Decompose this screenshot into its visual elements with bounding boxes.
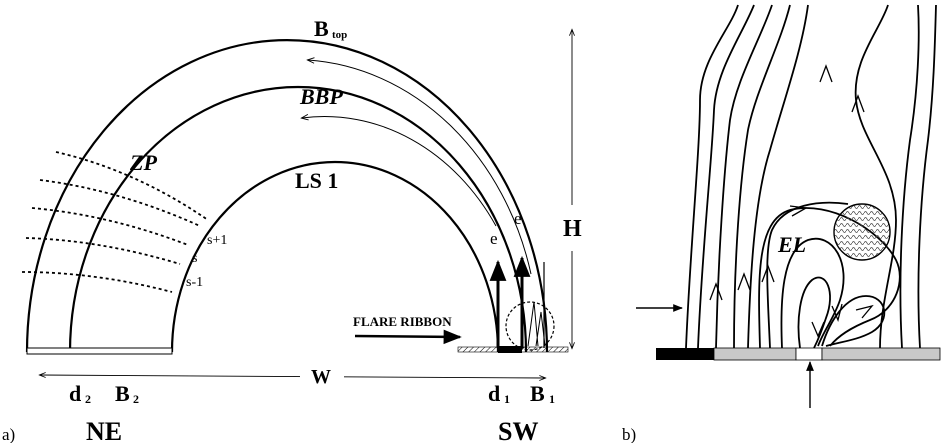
reconnection-circle xyxy=(505,301,555,351)
btop-arrow-line xyxy=(308,60,532,275)
panel-b-label: b) xyxy=(622,425,636,443)
bbp-arrow-line xyxy=(302,117,497,227)
open-line-arrows xyxy=(709,64,865,301)
d1-subscript: 1 xyxy=(504,392,510,406)
base-gray-right xyxy=(821,347,941,361)
el-label: EL xyxy=(777,232,806,257)
height-label-bg xyxy=(560,205,586,251)
base-white-gap xyxy=(795,347,823,361)
flare-ribbon-label: FLARE RIBBON xyxy=(353,314,452,329)
b1-label: B xyxy=(530,381,545,406)
b2-subscript: 2 xyxy=(133,392,139,406)
d2-subscript: 2 xyxy=(85,392,91,406)
bbp-label: BBP xyxy=(299,84,343,109)
ne-label: NE xyxy=(86,417,122,443)
base-black-segment xyxy=(656,348,714,360)
b1-subscript: 1 xyxy=(549,392,555,406)
strand-s-minus xyxy=(25,237,181,265)
strand-s xyxy=(31,207,189,246)
b2-label: B xyxy=(115,381,130,406)
ls1-label: LS 1 xyxy=(295,168,338,193)
height-label: H xyxy=(563,216,582,242)
sw-label: SW xyxy=(498,417,538,443)
base-gray-left xyxy=(713,347,797,361)
width-arrow xyxy=(40,375,545,378)
outer-loop xyxy=(25,38,549,353)
reconnection-region xyxy=(833,203,891,261)
sw-footpoint-bar xyxy=(498,346,522,353)
middle-loop xyxy=(68,85,528,353)
strand-extra xyxy=(39,179,201,227)
inner-loop xyxy=(170,160,500,353)
b-top-subscript: top xyxy=(332,29,347,41)
strand-s-plus xyxy=(55,151,209,221)
open-field-lines xyxy=(685,4,937,349)
b-top-label: B xyxy=(314,16,329,41)
ne-footpoint-bar xyxy=(26,347,173,355)
zp-label: ZP xyxy=(129,150,157,175)
panel-a: B top BBP ZP LS 1 e e H W FLARE RIBBON s… xyxy=(2,16,586,443)
strand-s-plus-label: s+1 xyxy=(207,233,227,248)
width-label-bg xyxy=(300,364,344,386)
panel-b: EL b) xyxy=(622,4,941,443)
reconnection-spike xyxy=(527,301,546,347)
panel-a-label: a) xyxy=(2,425,15,443)
strand-s-minus-label: s-1 xyxy=(186,275,203,290)
width-label: W xyxy=(311,366,331,388)
d2-label: d xyxy=(69,381,81,406)
closed-loop-arrows xyxy=(789,205,874,338)
d1-label: d xyxy=(488,381,500,406)
strand-s-label: s xyxy=(192,251,197,266)
strand-bottom xyxy=(21,271,173,293)
e-inner-label: e xyxy=(490,229,498,248)
e-outer-label: e xyxy=(514,209,522,228)
flare-ribbon-arrow xyxy=(354,329,462,345)
